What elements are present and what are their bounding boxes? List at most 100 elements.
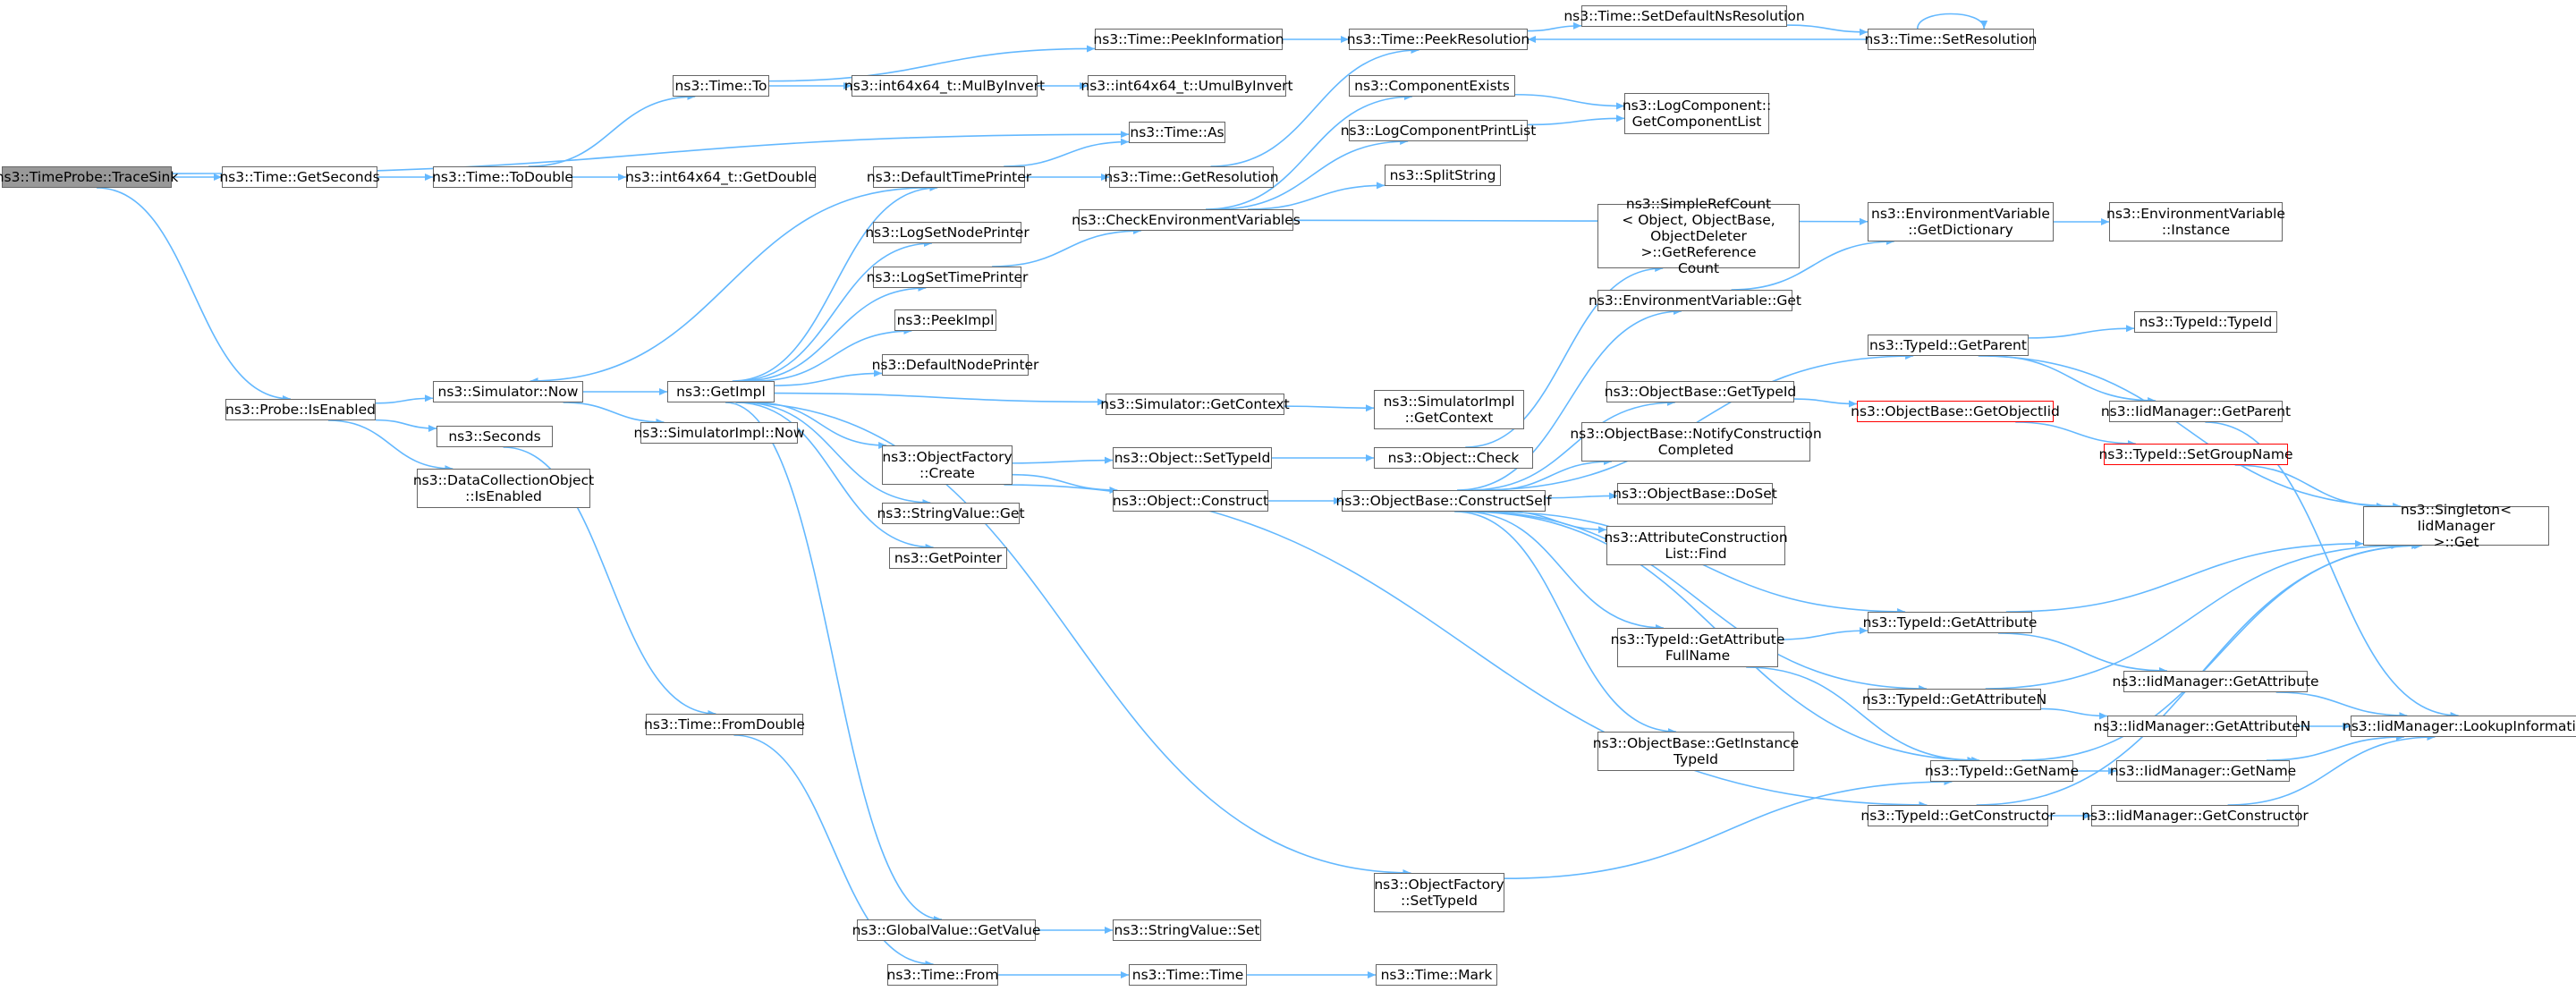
node-mulByInvert[interactable]: ns3::int64x64_t::MulByInvert [844, 75, 1045, 97]
node-logSetTimePrinter[interactable]: ns3::LogSetTimePrinter [867, 267, 1028, 288]
node-objConstruct[interactable]: ns3::Object::Construct [1113, 490, 1268, 512]
edge-logCompPrint-to-logCompGetList [1527, 114, 1625, 126]
node-setDefNsRes[interactable]: ns3::Time::SetDefaultNsResolution [1563, 5, 1805, 27]
node-logCompGetList[interactable]: ns3::LogComponent:: GetComponentList [1623, 93, 1771, 134]
edge-defTimePrinter-to-simNow [530, 187, 928, 385]
edge-logSetTimePrinter-to-checkEnvVars [992, 227, 1141, 267]
node-probeIsEnabled[interactable]: ns3::Probe::IsEnabled [225, 399, 376, 420]
node-logSetNodePrinter[interactable]: ns3::LogSetNodePrinter [865, 222, 1030, 243]
node-iidMgrGetParent[interactable]: ns3::IidManager::GetParent [2101, 401, 2291, 422]
edge-objBaseConstructSelf-to-typeIdGetAttributeN [1470, 511, 1928, 692]
node-getSeconds[interactable]: ns3::Time::GetSeconds [219, 166, 380, 188]
edge-getResolution-to-peekRes [1210, 47, 1419, 167]
node-simImplGetContext[interactable]: ns3::SimulatorImpl ::GetContext [1374, 390, 1524, 429]
node-splitString[interactable]: ns3::SplitString [1385, 165, 1501, 186]
node-timeFrom[interactable]: ns3::Time::From [887, 964, 999, 986]
node-simGetContext[interactable]: ns3::Simulator::GetContext [1100, 394, 1290, 415]
node-objBaseGetTypeId[interactable]: ns3::ObjectBase::GetTypeId [1605, 381, 1796, 402]
node-envVarGet[interactable]: ns3::EnvironmentVariable::Get [1589, 290, 1801, 311]
node-checkEnvVars[interactable]: ns3::CheckEnvironmentVariables [1072, 209, 1301, 231]
node-peekRes[interactable]: ns3::Time::PeekResolution [1347, 29, 1530, 50]
node-defNodePrinter[interactable]: ns3::DefaultNodePrinter [872, 354, 1038, 376]
node-globalValueGetValue[interactable]: ns3::GlobalValue::GetValue [852, 919, 1040, 941]
edge-simGetContext-to-simImplGetContext [1284, 404, 1375, 412]
edge-checkEnvVars-to-compExists [1205, 93, 1413, 210]
node-objBaseGetObjectIid[interactable]: ns3::ObjectBase::GetObjectIid [1851, 401, 2060, 422]
node-peekImpl[interactable]: ns3::PeekImpl [894, 309, 996, 331]
node-objCheck[interactable]: ns3::Object::Check [1374, 447, 1533, 469]
node-typeIdGetAttrFullName[interactable]: ns3::TypeId::GetAttribute FullName [1611, 628, 1784, 667]
edge-getImpl-to-getPointer [735, 402, 934, 551]
edge-probeIsEnabled-to-seconds [375, 419, 437, 433]
edge-peekRes-to-setDefNsRes [1527, 21, 1582, 32]
node-getPointer[interactable]: ns3::GetPointer [889, 547, 1007, 569]
node-iidMgrLookup[interactable]: ns3::IidManager::LookupInformation [2343, 716, 2576, 737]
node-typeIdSetGroupName[interactable]: ns3::TypeId::SetGroupName [2098, 444, 2293, 465]
node-iidMgrGetName[interactable]: ns3::IidManager::GetName [2110, 760, 2296, 782]
node-objSetTypeId[interactable]: ns3::Object::SetTypeId [1113, 447, 1272, 469]
node-i64GetDouble[interactable]: ns3::int64x64_t::GetDouble [625, 166, 817, 188]
node-envVarGetDict[interactable]: ns3::EnvironmentVariable ::GetDictionary [1868, 202, 2054, 241]
edge-getImpl-to-peekImpl [754, 327, 912, 382]
node-iidMgrGetConstructor[interactable]: ns3::IidManager::GetConstructor [2081, 805, 2309, 826]
node-logCompPrint[interactable]: ns3::LogComponentPrintList [1341, 120, 1536, 141]
node-root[interactable]: ns3::TimeProbe::TraceSink [0, 166, 178, 188]
node-timeMark[interactable]: ns3::Time::Mark [1376, 964, 1497, 986]
node-iidMgrGetAttribute[interactable]: ns3::IidManager::GetAttribute [2112, 671, 2319, 692]
edge-compExists-to-logCompGetList [1514, 93, 1625, 110]
node-singletonGet[interactable]: ns3::Singleton< IidManager >::Get [2363, 502, 2549, 550]
node-typeIdGetConstructor[interactable]: ns3::TypeId::GetConstructor [1860, 805, 2055, 826]
node-stringValueSet[interactable]: ns3::StringValue::Set [1113, 919, 1261, 941]
edge-objBaseConstructSelf-to-objBaseGetInstTypeId [1454, 511, 1676, 735]
node-simImplNow[interactable]: ns3::SimulatorImpl::Now [633, 422, 805, 444]
node-getResolution[interactable]: ns3::Time::GetResolution [1104, 166, 1279, 188]
node-envVarInstance[interactable]: ns3::EnvironmentVariable ::Instance [2106, 202, 2285, 241]
node-compExists[interactable]: ns3::ComponentExists [1349, 75, 1515, 97]
node-setRes[interactable]: ns3::Time::SetResolution [1864, 29, 2038, 50]
node-objBaseDoSet[interactable]: ns3::ObjectBase::DoSet [1613, 483, 1777, 504]
edge-objBaseConstructSelf-to-objBaseGetTypeId [1469, 399, 1675, 491]
node-typeIdTypeId[interactable]: ns3::TypeId::TypeId [2134, 311, 2277, 333]
edge-getImpl-to-logSetNodePrinter [736, 240, 932, 382]
node-timeTime[interactable]: ns3::Time::Time [1129, 964, 1247, 986]
edge-typeIdGetParent-to-typeIdTypeId [2028, 325, 2135, 339]
node-stringValueGet[interactable]: ns3::StringValue::Get [877, 503, 1025, 524]
node-dcoIsEnabled[interactable]: ns3::DataCollectionObject ::IsEnabled [413, 469, 594, 508]
node-attrConstrFind[interactable]: ns3::AttributeConstruction List::Find [1604, 526, 1788, 565]
node-typeIdGetAttributeN[interactable]: ns3::TypeId::GetAttributeN [1862, 689, 2046, 710]
node-objFactCreate[interactable]: ns3::ObjectFactory ::Create [882, 445, 1013, 485]
node-timeAs[interactable]: ns3::Time::As [1129, 122, 1225, 143]
node-simNow[interactable]: ns3::Simulator::Now [433, 381, 583, 402]
edge-checkEnvVars-to-splitString [1247, 182, 1385, 210]
edge-typeIdGetAttributeN-to-singletonGet [1985, 542, 2400, 690]
node-typeIdGetParent[interactable]: ns3::TypeId::GetParent [1868, 335, 2029, 356]
edge-getImpl-to-logSetTimePrinter [741, 284, 927, 382]
node-typeIdGetName[interactable]: ns3::TypeId::GetName [1925, 760, 2079, 782]
node-objBaseNotify[interactable]: ns3::ObjectBase::NotifyConstruction Comp… [1570, 422, 1822, 462]
edge-objFactSetTypeId-to-typeIdGetName [1504, 778, 1953, 880]
node-objFactSetTypeId[interactable]: ns3::ObjectFactory ::SetTypeId [1374, 873, 1504, 912]
node-getImpl[interactable]: ns3::GetImpl [667, 381, 775, 402]
edge-objBaseGetTypeId-to-objBaseGetObjectIid [1793, 398, 1858, 408]
edge-toDouble-to-timeTo [528, 93, 696, 167]
edge-probeIsEnabled-to-simNow [375, 394, 434, 404]
node-objBaseGetInstTypeId[interactable]: ns3::ObjectBase::GetInstance TypeId [1593, 732, 1799, 771]
node-seconds[interactable]: ns3::Seconds [436, 426, 553, 447]
edge-objBaseConstructSelf-to-objBaseNotify [1489, 458, 1613, 491]
node-timeTo[interactable]: ns3::Time::To [673, 75, 769, 97]
node-simpleRefCount[interactable]: ns3::SimpleRefCount < Object, ObjectBase… [1597, 196, 1800, 276]
edge-seconds-to-timeFromDouble [503, 446, 716, 717]
node-umulByInvert[interactable]: ns3::int64x64_t::UmulByInvert [1080, 75, 1293, 97]
node-peekInfo[interactable]: ns3::Time::PeekInformation [1093, 29, 1284, 50]
edge-objBaseConstructSelf-to-objBaseDoSet [1545, 492, 1618, 500]
node-iidMgrGetAttributeN[interactable]: ns3::IidManager::GetAttributeN [2094, 716, 2310, 737]
node-toDouble[interactable]: ns3::Time::ToDouble [432, 166, 573, 188]
edge-objBaseConstructSelf-to-envVarGet [1457, 308, 1682, 491]
node-timeFromDouble[interactable]: ns3::Time::FromDouble [644, 714, 805, 735]
node-typeIdGetAttribute[interactable]: ns3::TypeId::GetAttribute [1863, 612, 2037, 633]
edge-defTimePrinter-to-timeAs [1004, 138, 1130, 167]
edge-getImpl-to-simGetContext [774, 392, 1106, 406]
node-defTimePrinter[interactable]: ns3::DefaultTimePrinter [867, 166, 1031, 188]
node-objBaseConstructSelf[interactable]: ns3::ObjectBase::ConstructSelf [1335, 490, 1552, 512]
